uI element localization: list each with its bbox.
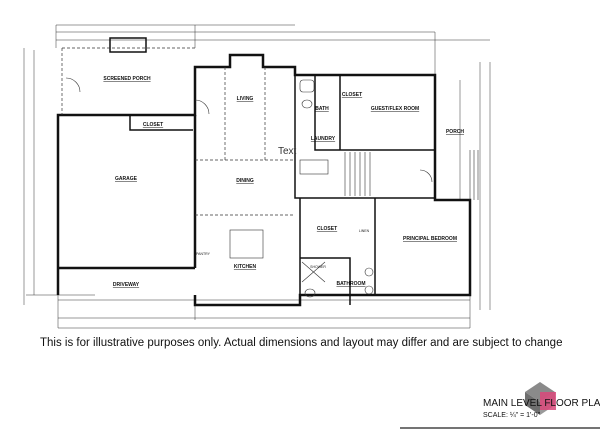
room-label-laundry: LAUNDRY [311,136,336,142]
room-label-linen: LINEN [359,229,370,233]
room-label-garage: GARAGE [115,176,138,182]
plan-scale: SCALE: ¼" = 1'-0" [483,412,541,419]
room-label-dining: DINING [236,178,254,184]
text-tag: Text [278,146,297,157]
room-label-living: LIVING [237,96,254,102]
disclaimer-caption: This is for illustrative purposes only. … [40,337,563,349]
room-label-bathroom: BATHROOM [336,281,365,287]
plan-title: MAIN LEVEL FLOOR PLAN [483,398,600,409]
room-label-closet-garage: CLOSET [143,122,163,128]
room-label-screened-porch: SCREENED PORCH [103,76,151,82]
room-label-closet-principal: CLOSET [317,226,337,232]
room-label-principal-bedroom: PRINCIPAL BEDROOM [403,236,457,242]
room-label-bath: BATH [315,106,329,112]
room-label-shower: SHOWER [310,265,326,269]
dimension-lines [23,24,491,329]
room-label-kitchen: KITCHEN [234,264,257,270]
room-label-driveway: DRIVEWAY [113,282,140,288]
room-label-pantry: PANTRY [196,252,211,256]
fixtures [65,77,479,298]
room-label-guest-flex: GUEST/FLEX ROOM [371,106,419,112]
dashed-lines [61,47,295,216]
interior-walls [109,37,435,305]
exterior-walls [56,53,472,307]
room-label-porch: PORCH [446,129,464,135]
company-logo [525,382,556,415]
room-label-closet-guest: CLOSET [342,92,362,98]
